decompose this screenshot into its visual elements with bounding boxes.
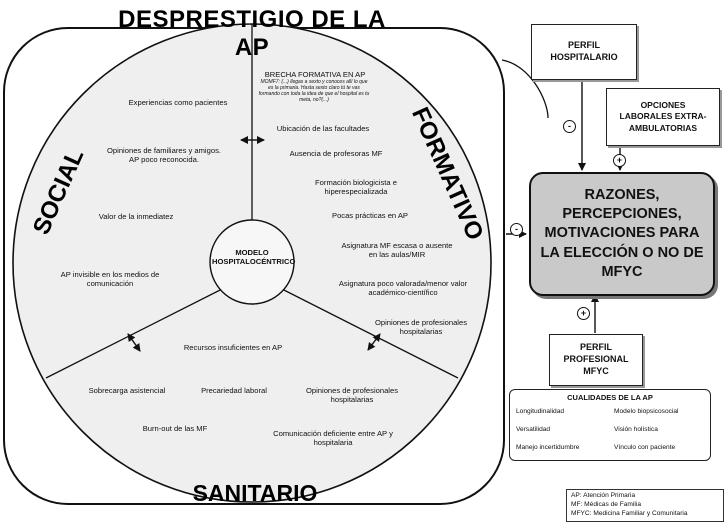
social-item: Opiniones de familiares y amigos. AP poc…	[107, 146, 221, 165]
formativo-brecha: BRECHA FORMATIVA EN AP	[264, 70, 366, 79]
box-perfil-hospitalario-label: PERFIL HOSPITALARIO	[550, 40, 618, 62]
cualidad-item: Longitudinalidad	[516, 408, 565, 415]
sign-minus-desprestigio: -	[510, 223, 523, 236]
box-opciones-laborales: OPCIONES LABORALES EXTRA-AMBULATORIAS	[606, 88, 720, 146]
cualidades-box: CUALIDADES DE LA AP Longitudinalidad Mod…	[509, 389, 711, 461]
divider-right	[271, 283, 459, 379]
double-arrow-right	[367, 333, 381, 351]
box-razones: RAZONES, PERCEPCIONES, MOTIVACIONES PARA…	[529, 172, 715, 296]
sign-plus-profesional: +	[577, 307, 590, 320]
cualidad-item: Modelo biopsicosocial	[614, 408, 679, 415]
sanitario-item: Recursos insuficientes en AP	[183, 343, 283, 352]
legend-item: MF: Médicas de Familia	[571, 500, 641, 508]
formativo-item: Opiniones de profesionales hospitalarias	[374, 318, 468, 337]
legend-item: AP: Atención Primaria	[571, 492, 636, 499]
center-circle	[209, 219, 295, 305]
formativo-item: Formación biologicista e hiperespecializ…	[315, 178, 397, 197]
box-razones-label: RAZONES, PERCEPCIONES, MOTIVACIONES PARA…	[540, 187, 704, 280]
formativo-item: Ubicación de las facultades	[276, 124, 370, 133]
sanitario-item: Sobrecarga asistencial	[88, 386, 166, 395]
sector-label-sanitario: SANITARIO	[192, 480, 318, 506]
sanitario-item: Opiniones de profesionales hospitalarias	[305, 386, 399, 405]
sanitario-item: Burn-out de las MF	[142, 424, 208, 433]
sign-plus-opciones: +	[613, 154, 626, 167]
formativo-quote: MOMF7: (...) llegas a sexto y conoces al…	[258, 79, 370, 103]
social-item: Valor de la inmediatez	[98, 212, 174, 221]
double-arrow-left	[127, 333, 141, 352]
box-perfil-profesional-label: PERFIL PROFESIONAL MFYC	[563, 342, 629, 376]
social-item: Experiencias como pacientes	[128, 98, 228, 107]
box-perfil-profesional: PERFIL PROFESIONAL MFYC	[549, 334, 643, 386]
diagram-title: DESPRESTIGIO DE LA AP	[118, 6, 386, 61]
sign-minus-hospitalario: -	[563, 120, 576, 133]
cualidad-item: Versatilidad	[516, 426, 551, 433]
legend-box: AP: Atención Primaria MF: Médicas de Fam…	[566, 489, 724, 522]
cualidad-item: Manejo incertidumbre	[516, 444, 580, 451]
box-opciones-laborales-label: OPCIONES LABORALES EXTRA-AMBULATORIAS	[619, 100, 707, 133]
formativo-item: Asignatura poco valorada/menor valor aca…	[338, 279, 468, 298]
cualidades-title: CUALIDADES DE LA AP	[567, 393, 653, 402]
legend-item: MFYC: Medicina Familiar y Comunitaria	[571, 509, 688, 517]
curve-to-hospitalario	[501, 59, 549, 119]
cualidad-item: Vínculo con paciente	[614, 444, 676, 451]
divider-left	[45, 283, 233, 379]
formativo-item: Pocas prácticas en AP	[332, 211, 408, 220]
sanitario-item: Precariedad laboral	[201, 386, 267, 395]
box-perfil-hospitalario: PERFIL HOSPITALARIO	[531, 24, 637, 80]
formativo-item: Ausencia de profesoras MF	[289, 149, 383, 158]
center-label: MODELO HOSPITALOCÉNTRICO	[212, 248, 296, 267]
formativo-item: Asignatura MF escasa o ausente en las au…	[341, 241, 453, 260]
social-item: AP invisible en los medios de comunicaci…	[60, 270, 160, 289]
sanitario-item: Comunicación deficiente entre AP y hospi…	[273, 429, 393, 448]
cualidad-item: Visión holística	[614, 426, 658, 433]
